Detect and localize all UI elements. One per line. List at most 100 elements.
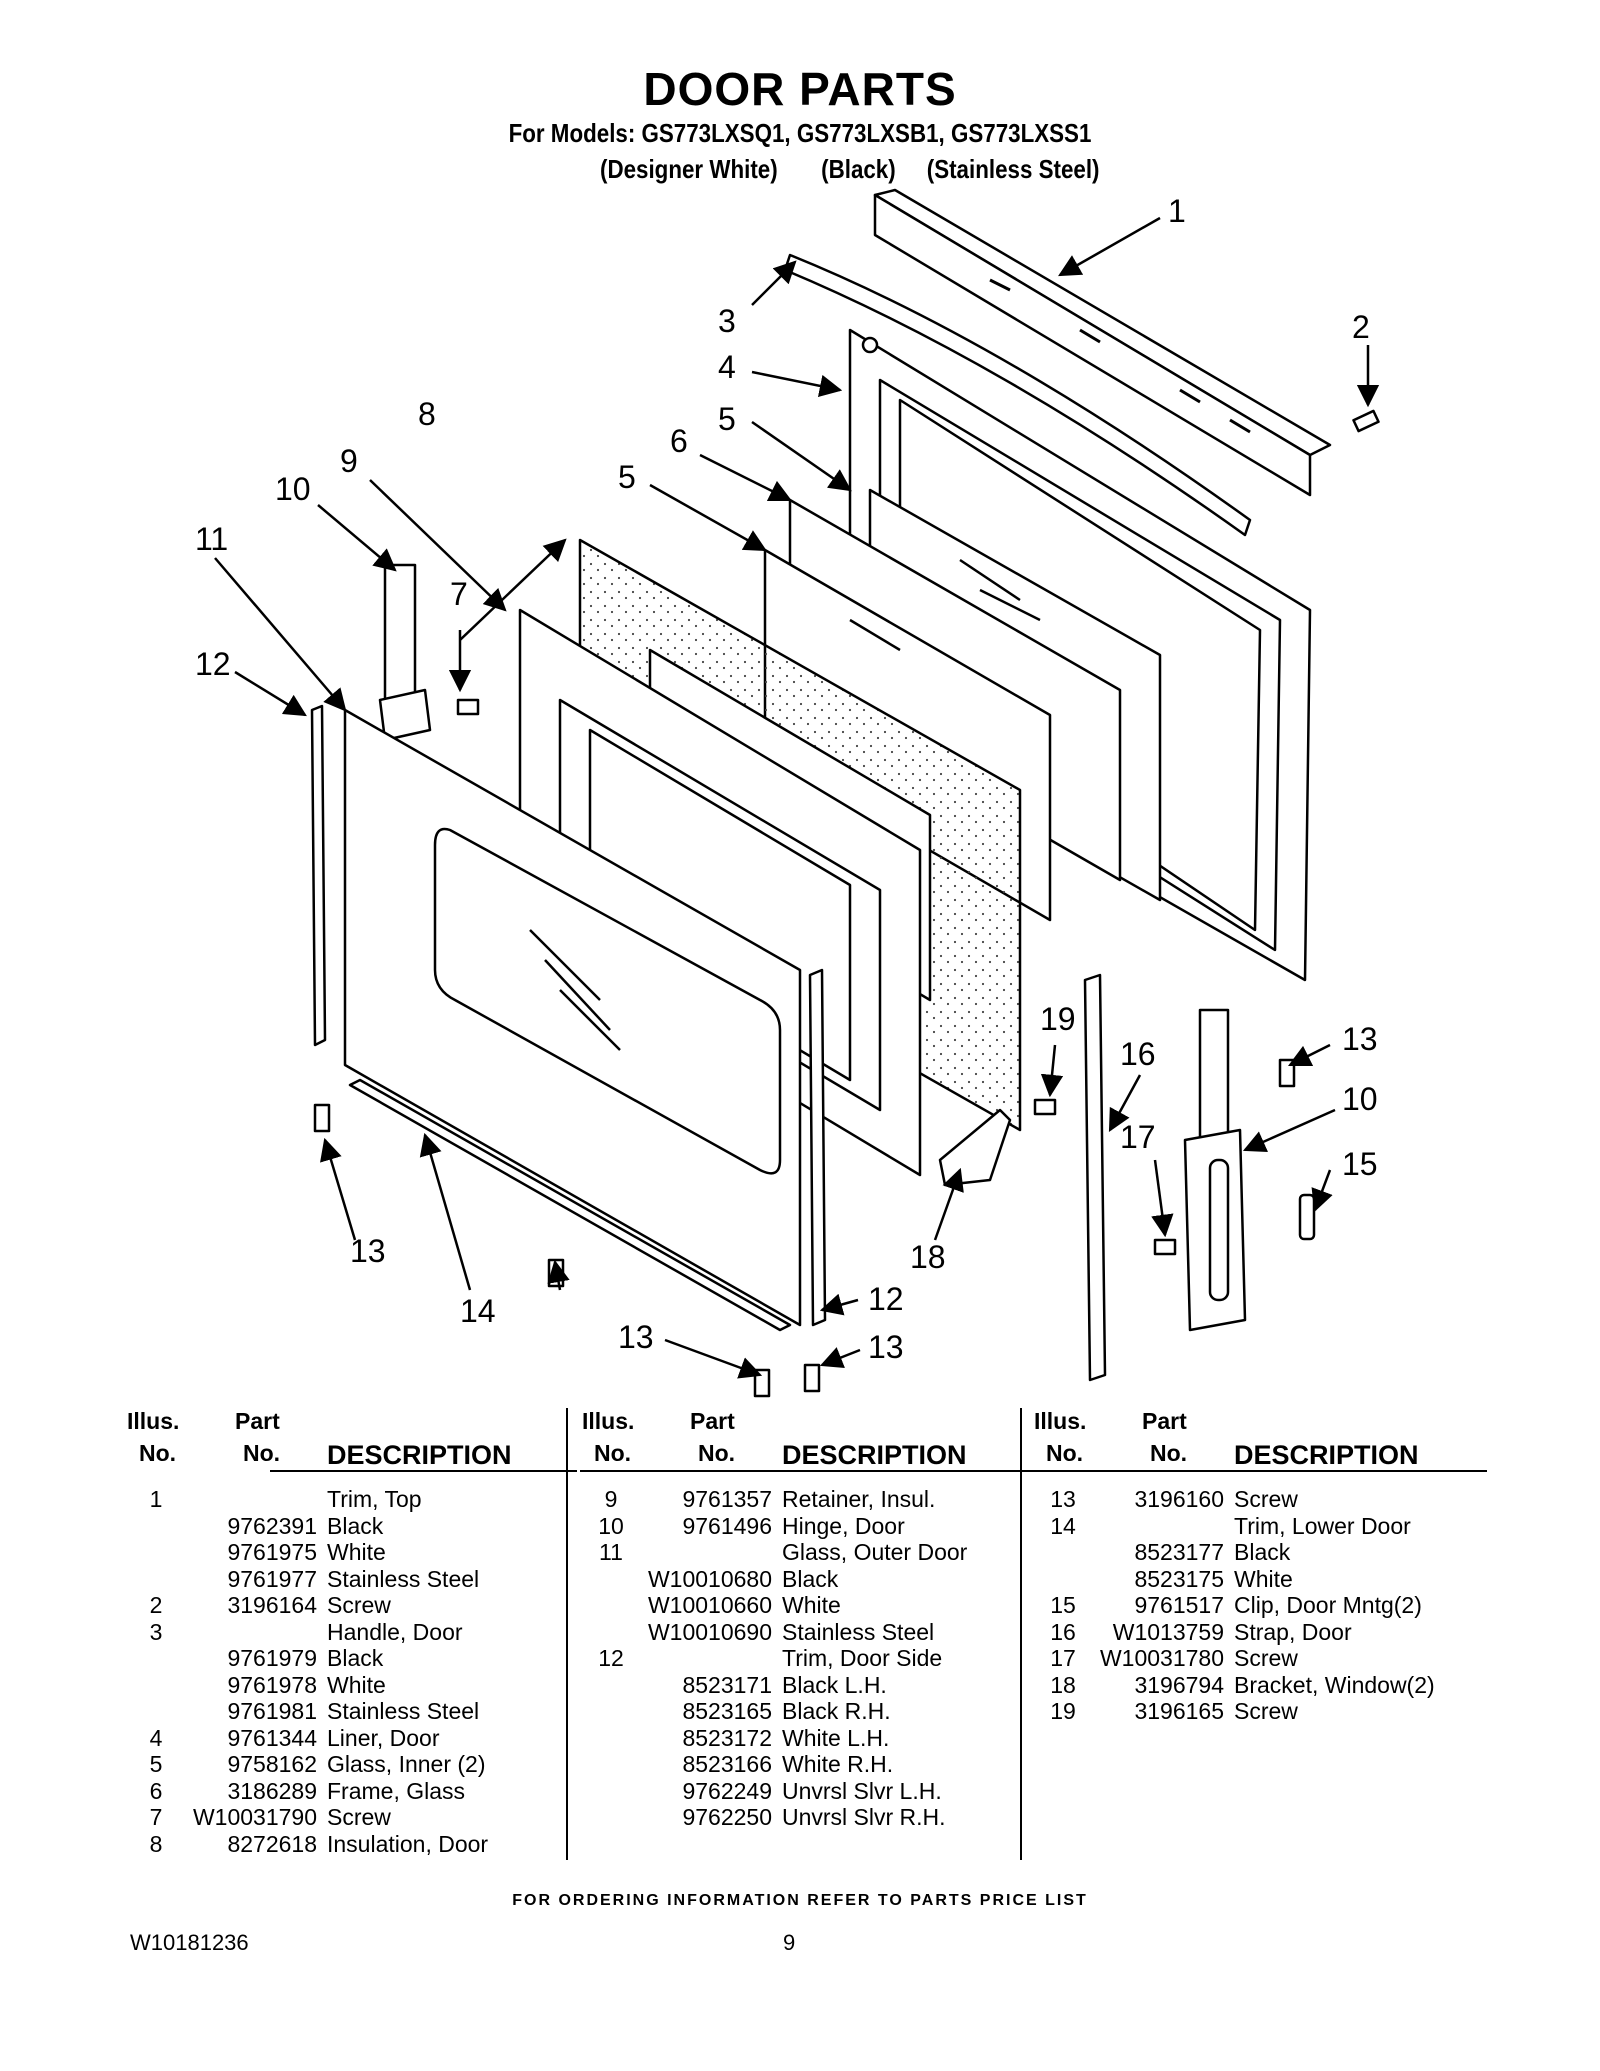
- header-description: DESCRIPTION: [1234, 1440, 1419, 1470]
- callout-9: 9: [340, 443, 358, 479]
- header-description: DESCRIPTION: [782, 1440, 967, 1470]
- lower-door-trim-part: [348, 1078, 792, 1332]
- description-cell: Retainer, Insul.: [782, 1486, 936, 1512]
- description-cell: Black: [782, 1565, 839, 1592]
- table-row: 3 Handle, Door: [125, 1619, 565, 1646]
- description-cell: Trim, Lower Door: [1234, 1512, 1411, 1539]
- header-illus: Illus.: [582, 1408, 635, 1434]
- callout-10b: 10: [1342, 1081, 1378, 1117]
- callout-13d: 13: [350, 1233, 386, 1269]
- callout-13a: 13: [1342, 1021, 1378, 1057]
- description-cell: White: [1234, 1565, 1293, 1592]
- part-no-cell: 8523165: [682, 1698, 772, 1724]
- description-cell: White L.H.: [782, 1724, 890, 1751]
- part-no-cell: 9761517: [1134, 1592, 1224, 1618]
- parts-list-2: 9 9761357 Retainer, Insul. 10 9761496 Hinge, …: [580, 1486, 1020, 1831]
- description-cell: Black R.H.: [782, 1698, 891, 1724]
- description-cell: Unvrsl Slvr R.H.: [782, 1804, 946, 1830]
- illus-no-cell: 9: [604, 1486, 618, 1512]
- callout-4: 4: [718, 349, 736, 385]
- callout-5a: 5: [718, 401, 736, 437]
- table-row: 9761977 Stainless Steel: [125, 1566, 565, 1593]
- illus-no-cell: 8: [149, 1830, 163, 1857]
- description-cell: White R.H.: [782, 1751, 894, 1777]
- part-no-cell: 9761357: [682, 1486, 772, 1512]
- description-cell: White: [327, 1539, 386, 1565]
- header-rule: [270, 1470, 577, 1472]
- description-cell: Glass, Outer Door: [782, 1539, 968, 1565]
- part-no-cell: 8523175: [1134, 1565, 1224, 1592]
- description-cell: Glass, Inner (2): [327, 1751, 486, 1777]
- illus-no-cell: 3: [149, 1618, 163, 1645]
- part-no-cell: 8272618: [227, 1830, 317, 1857]
- description-cell: White: [327, 1671, 386, 1698]
- door-handle-part: [783, 253, 1252, 537]
- header-part-no: No.: [243, 1440, 281, 1466]
- part-no-cell: 3196160: [1134, 1486, 1224, 1512]
- illus-no-cell: 11: [599, 1539, 623, 1565]
- header-description: DESCRIPTION: [327, 1440, 512, 1470]
- part-no-cell: 8523171: [682, 1671, 772, 1698]
- part-no-cell: 8523172: [682, 1724, 772, 1751]
- description-cell: Black: [327, 1512, 384, 1539]
- callout-18: 18: [910, 1239, 946, 1275]
- column-header: Illus. No. Part No. DESCRIPTION: [125, 1408, 565, 1470]
- part-no-cell: 9762391: [227, 1512, 317, 1539]
- illus-no-cell: 17: [1050, 1645, 1076, 1671]
- description-cell: Hinge, Door: [782, 1512, 905, 1539]
- illus-no-cell: 19: [1050, 1698, 1076, 1724]
- description-cell: Screw: [1234, 1698, 1298, 1724]
- description-cell: Black: [327, 1645, 384, 1671]
- part-no-cell: 9761496: [682, 1512, 772, 1539]
- column-divider: [1020, 1408, 1022, 1860]
- callout-11: 11: [195, 521, 228, 557]
- table-row: 8523166 White R.H.: [580, 1751, 1020, 1778]
- column-divider: [566, 1408, 568, 1860]
- callout-3: 3: [718, 303, 736, 339]
- description-cell: Trim, Top: [327, 1486, 422, 1512]
- illus-no-cell: 18: [1050, 1671, 1076, 1698]
- screw-parts: [313, 409, 1380, 1398]
- illus-no-cell: 10: [598, 1512, 624, 1539]
- illus-no-cell: 15: [1050, 1592, 1076, 1618]
- part-no-cell: W10010660: [647, 1592, 772, 1618]
- window-bracket-part: [938, 1108, 1012, 1187]
- description-cell: Handle, Door: [327, 1618, 463, 1645]
- part-no-cell: 3196794: [1134, 1671, 1224, 1698]
- description-cell: Stainless Steel: [327, 1565, 480, 1592]
- part-no-cell: 8523166: [682, 1751, 772, 1777]
- illus-no-cell: 2: [149, 1592, 163, 1618]
- description-cell: Stainless Steel: [327, 1698, 480, 1724]
- illus-no-cell: 4: [149, 1724, 163, 1751]
- callout-6: 6: [670, 423, 688, 459]
- door-side-trim-left: [310, 704, 327, 1047]
- document-number: W10181236: [130, 1930, 249, 1955]
- callout-5b: 5: [618, 459, 636, 495]
- table-row: 8523172 White L.H.: [580, 1725, 1020, 1752]
- part-no-cell: 9761977: [227, 1565, 317, 1592]
- part-no-cell: 9761981: [227, 1698, 317, 1724]
- page-title: DOOR PARTS: [643, 63, 957, 115]
- part-no-cell: 9762250: [682, 1804, 772, 1830]
- table-row: 9762391 Black: [125, 1513, 565, 1540]
